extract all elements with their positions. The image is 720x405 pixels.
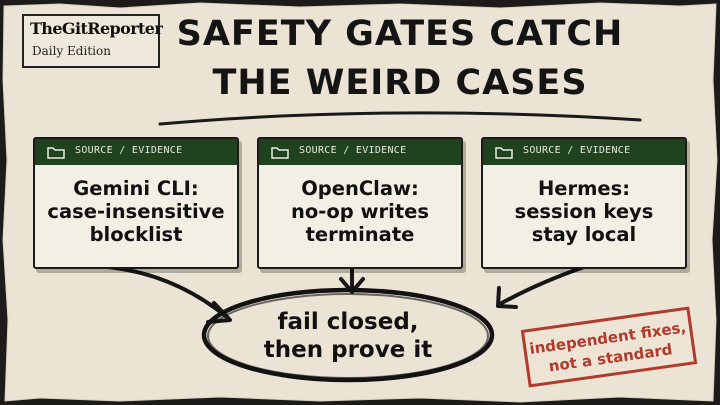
headline-underline: [158, 111, 642, 126]
folder-icon: [271, 147, 289, 159]
card-header: SOURCE / EVIDENCE: [259, 139, 461, 165]
card-header: SOURCE / EVIDENCE: [483, 139, 685, 165]
card-line: no-op writes: [291, 200, 429, 223]
headline-line-1: SAFETY GATES CATCH: [176, 14, 624, 54]
card-line: Gemini CLI:: [73, 177, 199, 200]
card-text: Hermes: session keys stay local: [483, 177, 685, 246]
conclusion-ellipse: [201, 287, 495, 383]
brand-edition: Daily Edition: [32, 44, 111, 58]
conclusion-line-2: then prove it: [263, 337, 433, 363]
card-line: terminate: [305, 223, 415, 246]
conclusion-text: fail closed, then prove it: [218, 308, 478, 364]
brand-name: TheGitReporter: [30, 19, 163, 38]
card-line: stay local: [531, 223, 637, 246]
card-line: Hermes:: [537, 177, 631, 200]
card-text: OpenClaw: no-op writes terminate: [259, 177, 461, 246]
card-tag: SOURCE / EVIDENCE: [523, 145, 631, 156]
evidence-card-openclaw: SOURCE / EVIDENCE OpenClaw: no-op writes…: [257, 137, 463, 269]
card-header: SOURCE / EVIDENCE: [35, 139, 237, 165]
headline-line-2: THE WEIRD CASES: [212, 63, 588, 103]
brand-logo: TheGitReporter Daily Edition: [22, 14, 163, 68]
card-tag: SOURCE / EVIDENCE: [299, 145, 407, 156]
card-line: case-insensitive: [47, 200, 225, 223]
evidence-card-gemini: SOURCE / EVIDENCE Gemini CLI: case-insen…: [33, 137, 239, 269]
arrow-right-head: [496, 286, 518, 309]
card-line: session keys: [514, 200, 654, 223]
card-tag: SOURCE / EVIDENCE: [75, 145, 183, 156]
conclusion-line-1: fail closed,: [277, 309, 419, 335]
arrow-right: [498, 264, 589, 306]
folder-icon: [495, 147, 513, 159]
card-line: blocklist: [89, 223, 183, 246]
folder-icon: [47, 147, 65, 159]
card-line: OpenClaw:: [301, 177, 419, 200]
card-text: Gemini CLI: case-insensitive blocklist: [35, 177, 237, 246]
evidence-card-hermes: SOURCE / EVIDENCE Hermes: session keys s…: [481, 137, 687, 269]
